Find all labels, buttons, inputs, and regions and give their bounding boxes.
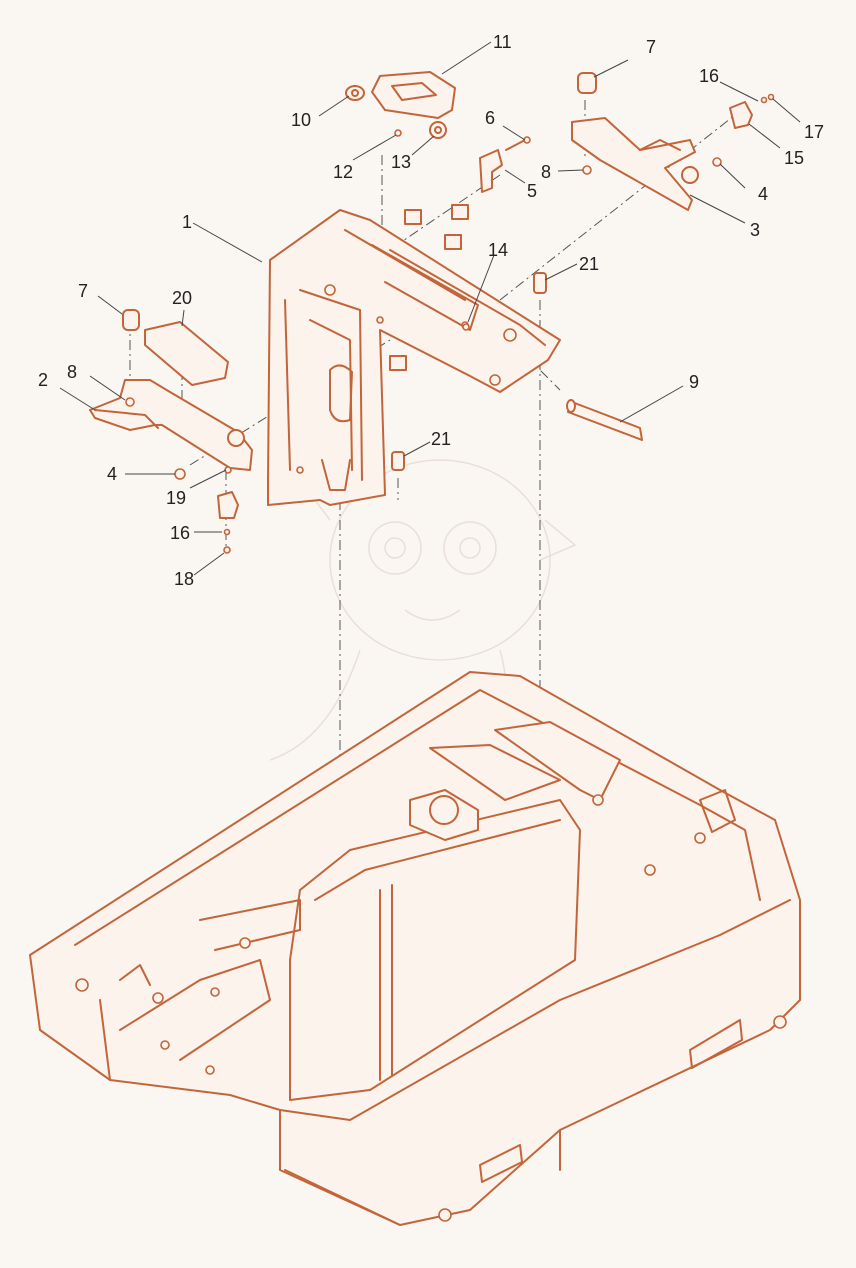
callout-15: 15 <box>784 148 804 168</box>
callout-7-left: 7 <box>78 281 88 301</box>
leader-lines <box>59 41 801 576</box>
callout-1: 1 <box>182 212 192 232</box>
callout-12: 12 <box>333 162 353 182</box>
callout-19: 19 <box>166 488 186 508</box>
callout-7-right: 7 <box>646 37 656 57</box>
callout-14: 14 <box>488 240 508 260</box>
part-11-handle <box>345 71 456 139</box>
callout-11: 11 <box>493 32 512 52</box>
callout-8-left: 8 <box>67 362 77 382</box>
main-housing <box>29 671 801 1226</box>
callout-10: 10 <box>291 110 311 130</box>
callout-4-left: 4 <box>107 464 117 484</box>
part-3-right-latch-plate <box>571 72 775 211</box>
callout-8-right: 8 <box>541 162 551 182</box>
callout-3: 3 <box>750 220 760 240</box>
callout-21-right: 21 <box>579 254 599 274</box>
part-1-main-frame <box>267 204 561 506</box>
callout-16-right: 16 <box>699 66 719 86</box>
callout-6: 6 <box>485 108 495 128</box>
callout-2: 2 <box>38 370 48 390</box>
part-9-pin <box>566 399 643 441</box>
callout-13: 13 <box>391 152 411 172</box>
callout-9: 9 <box>689 372 699 392</box>
part-2-left-latch-plate <box>89 309 253 554</box>
part-21-screws <box>391 272 547 471</box>
callout-16-left: 16 <box>170 523 190 543</box>
callout-labels: 1 2 3 4 4 5 6 7 7 8 8 9 10 11 12 13 14 1… <box>38 32 824 589</box>
callout-17: 17 <box>804 122 824 142</box>
callout-4-right: 4 <box>758 184 768 204</box>
callout-18: 18 <box>174 569 194 589</box>
callout-20: 20 <box>172 288 192 308</box>
part-5-bracket <box>479 136 531 193</box>
part-14-hole <box>462 323 470 331</box>
callout-21-center: 21 <box>431 429 451 449</box>
callout-5: 5 <box>527 181 537 201</box>
